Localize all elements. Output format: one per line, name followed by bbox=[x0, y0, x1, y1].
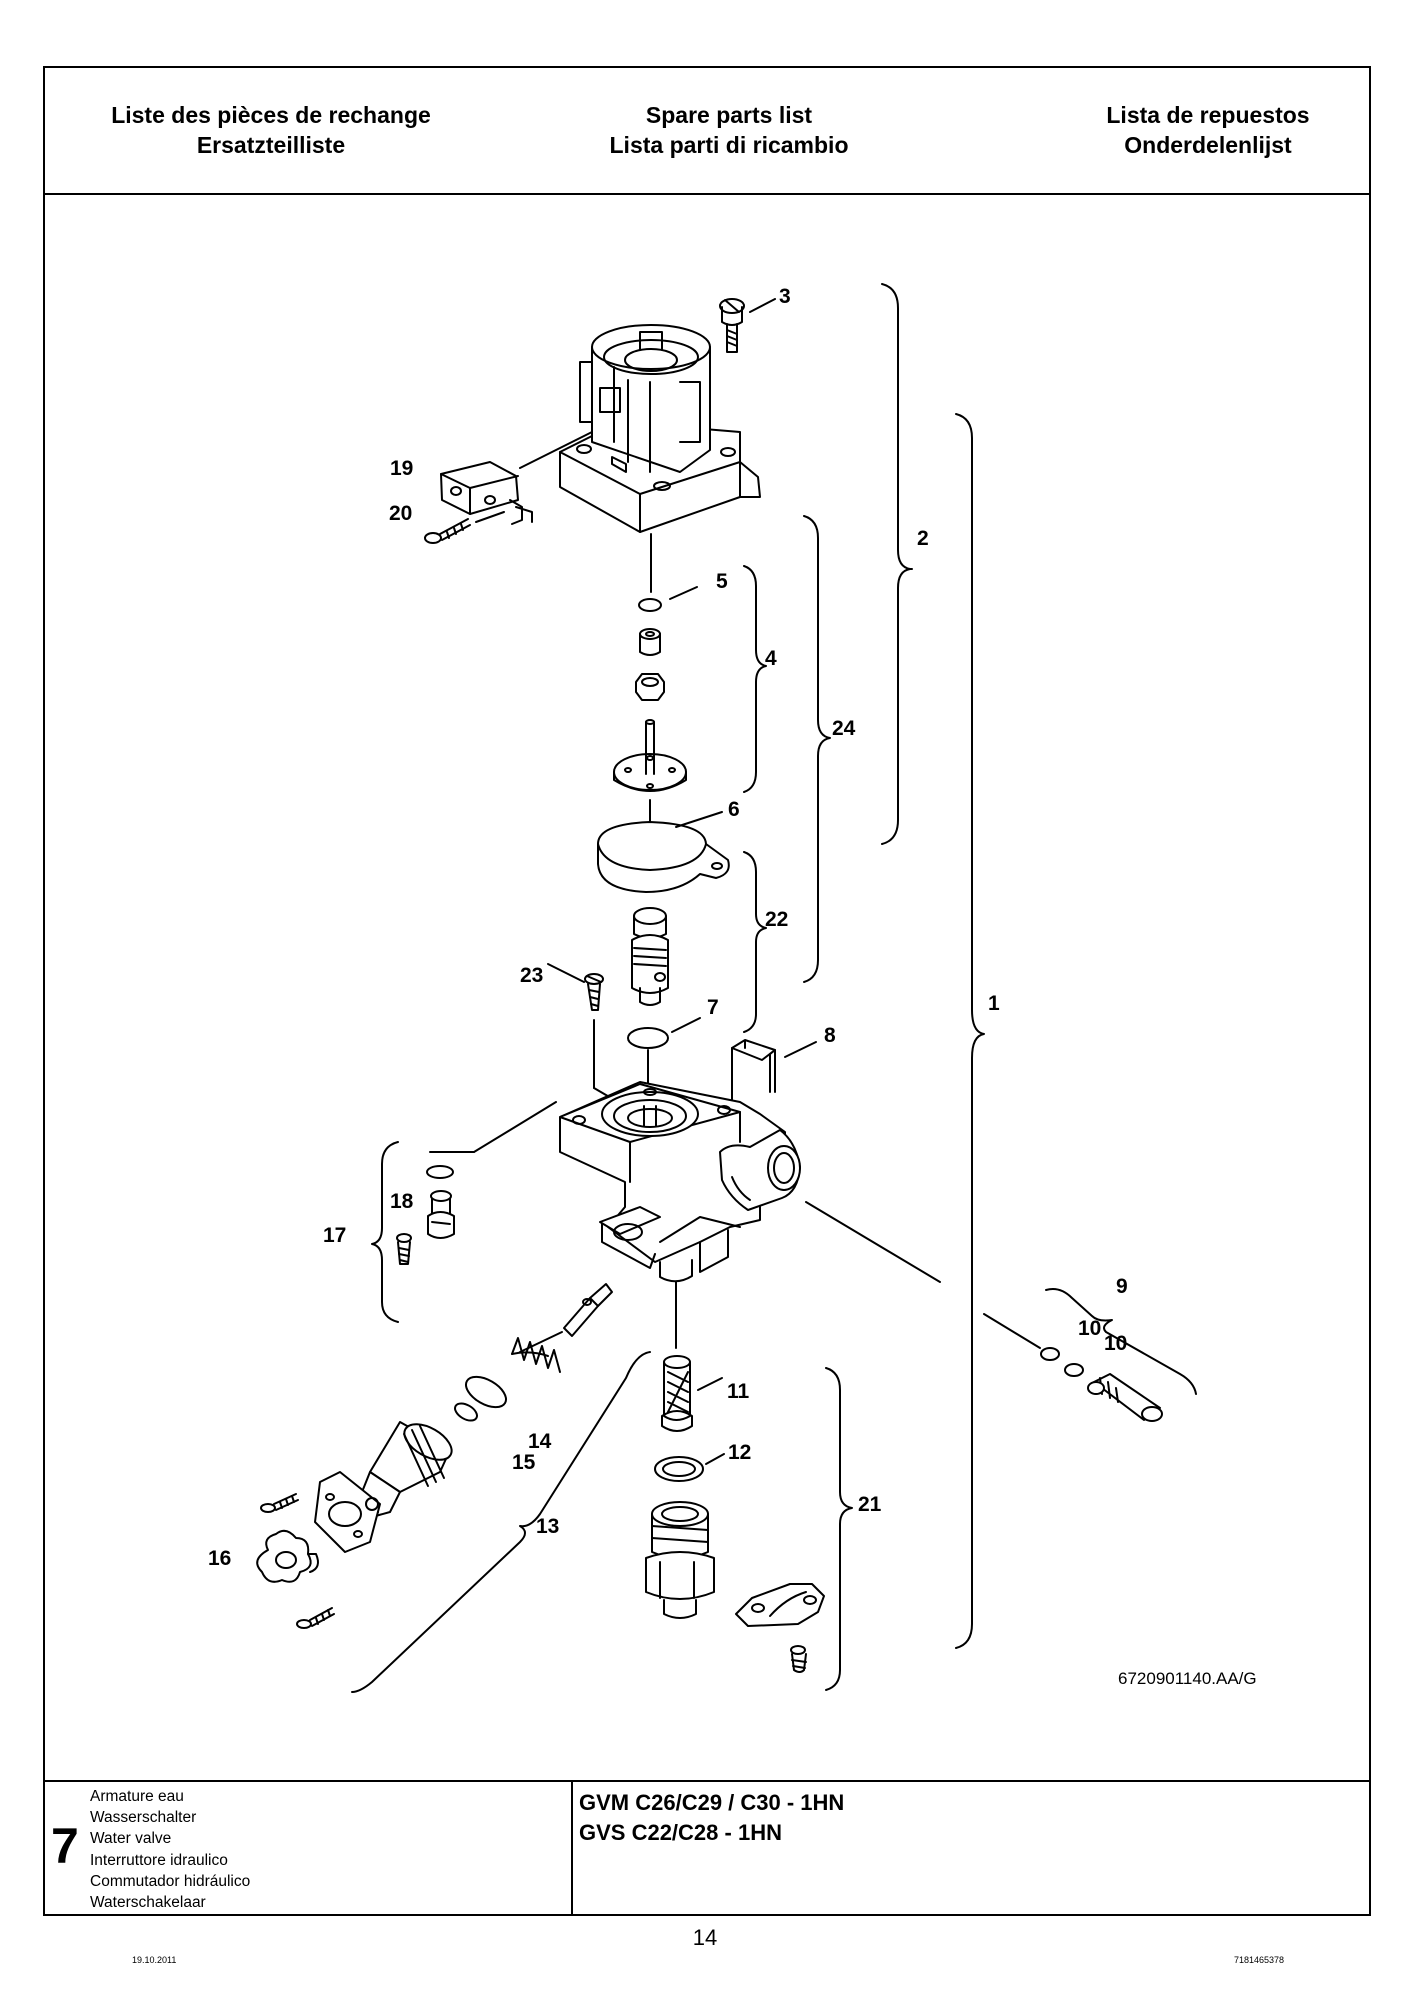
header: Liste des pièces de rechange Ersatzteill… bbox=[45, 68, 1369, 195]
microswitch-19-icon bbox=[440, 461, 533, 525]
header-title-it: Lista parti di ricambio bbox=[609, 132, 849, 158]
section-names: Armature eau Wasserschalter Water valve … bbox=[90, 1786, 250, 1913]
oring-12-icon bbox=[654, 1456, 704, 1482]
knob-16-icon bbox=[256, 1529, 319, 1583]
label-2: 2 bbox=[917, 527, 929, 550]
header-title-fr: Liste des pièces de rechange bbox=[111, 102, 431, 128]
section-name-nl: Waterschakelaar bbox=[90, 1894, 206, 1912]
actuator-housing-icon bbox=[559, 324, 761, 533]
washer-10b-icon bbox=[1064, 1363, 1084, 1377]
model-gvs: GVS C22/C28 - 1HN bbox=[579, 1820, 782, 1845]
label-21: 21 bbox=[858, 1493, 882, 1516]
page-frame: Liste des pièces de rechange Ersatzteill… bbox=[43, 66, 1371, 1916]
label-10a: 10 bbox=[1078, 1317, 1101, 1340]
header-title-de: Ersatzteilliste bbox=[196, 132, 346, 158]
label-7: 7 bbox=[707, 996, 719, 1019]
label-4: 4 bbox=[765, 647, 777, 670]
label-13: 13 bbox=[536, 1515, 559, 1538]
washer-10a-icon bbox=[1040, 1347, 1060, 1361]
clip-8-icon bbox=[731, 1039, 776, 1101]
adjustment-knob-assembly-icon bbox=[357, 1421, 453, 1528]
screw-20-icon bbox=[424, 518, 471, 544]
label-10b: 10 bbox=[1104, 1332, 1127, 1355]
exploded-view-drawing: 3 19 20 2 5 4 24 6 22 23 7 8 1 18 17 9 1… bbox=[45, 195, 1369, 1762]
label-19: 19 bbox=[390, 457, 413, 480]
filter-11-icon bbox=[661, 1355, 693, 1432]
header-title-nl: Onderdelenlijst bbox=[1124, 132, 1292, 158]
label-17: 17 bbox=[323, 1224, 346, 1247]
label-14: 14 bbox=[528, 1430, 552, 1453]
bracket-22 bbox=[743, 851, 767, 1033]
header-french-german: Liste des pièces de rechange Ersatzteill… bbox=[61, 100, 481, 160]
section-name-it: Interruttore idraulico bbox=[90, 1851, 228, 1869]
oring-7-icon bbox=[627, 1027, 669, 1049]
oring-15-icon bbox=[454, 1402, 478, 1422]
section-name-en: Water valve bbox=[90, 1830, 172, 1848]
footer: 7 Armature eau Wasserschalter Water valv… bbox=[45, 1780, 1369, 1914]
label-1: 1 bbox=[988, 992, 1000, 1015]
label-20: 20 bbox=[389, 502, 412, 525]
valve-stem-4-icon bbox=[613, 628, 687, 792]
label-9: 9 bbox=[1116, 1275, 1128, 1298]
label-24: 24 bbox=[832, 717, 856, 740]
plug-17-icon bbox=[427, 1190, 455, 1239]
label-22: 22 bbox=[765, 908, 788, 931]
bracket-4 bbox=[743, 565, 767, 793]
label-8: 8 bbox=[824, 1024, 836, 1047]
drawing-reference: 6720901140.AA/G bbox=[1118, 1669, 1257, 1688]
print-date: 19.10.2011 bbox=[132, 1955, 177, 1965]
oring-5-icon bbox=[638, 598, 662, 612]
piston-pin-icon bbox=[563, 1283, 613, 1337]
header-english-italian: Spare parts list Lista parti di ricambio bbox=[519, 100, 939, 160]
model-gvm: GVM C26/C29 / C30 - 1HN bbox=[579, 1790, 845, 1815]
bracket-2 bbox=[881, 283, 911, 845]
bracket-17 bbox=[371, 1141, 399, 1323]
label-18: 18 bbox=[390, 1190, 414, 1213]
exploded-view-svg: 3 19 20 2 5 4 24 6 22 23 7 8 1 18 17 9 1… bbox=[208, 283, 1257, 1693]
label-15: 15 bbox=[512, 1451, 536, 1474]
bracket-13 bbox=[351, 1351, 651, 1693]
label-12: 12 bbox=[728, 1441, 751, 1464]
bracket-9 bbox=[1045, 1288, 1197, 1395]
screw-13b-icon bbox=[296, 1607, 335, 1629]
nipple-9-icon bbox=[1087, 1373, 1163, 1422]
section-name-es: Commutador hidráulico bbox=[90, 1872, 251, 1890]
header-title-es: Lista de repuestos bbox=[1106, 102, 1310, 128]
spring-icon bbox=[511, 1337, 561, 1373]
screw-17-icon bbox=[396, 1233, 412, 1265]
washer-14-icon bbox=[465, 1375, 507, 1409]
section-name-de: Wasserschalter bbox=[90, 1809, 197, 1827]
page-number: 14 bbox=[692, 1925, 718, 1950]
flange-icon bbox=[314, 1471, 381, 1553]
clamp-plate-icon bbox=[735, 1583, 825, 1627]
label-6: 6 bbox=[728, 798, 740, 821]
model-list: GVM C26/C29 / C30 - 1HN GVS C22/C28 - 1H… bbox=[579, 1788, 844, 1848]
label-5: 5 bbox=[716, 570, 728, 593]
label-11: 11 bbox=[727, 1380, 750, 1403]
label-23: 23 bbox=[520, 964, 543, 987]
footer-divider bbox=[571, 1782, 573, 1914]
bracket-24 bbox=[803, 515, 831, 983]
document-code: 7181465378 bbox=[1234, 1955, 1285, 1965]
oring-18-icon bbox=[426, 1165, 454, 1179]
label-3: 3 bbox=[779, 285, 791, 308]
diaphragm-cover-6-icon bbox=[597, 821, 730, 893]
header-title-en: Spare parts list bbox=[645, 102, 813, 128]
screw-3-icon bbox=[719, 298, 745, 353]
valve-insert-22-icon bbox=[631, 907, 669, 1006]
screw-21-icon bbox=[790, 1645, 807, 1673]
label-16: 16 bbox=[208, 1547, 231, 1570]
bracket-21 bbox=[825, 1367, 853, 1691]
bracket-1 bbox=[955, 413, 985, 1649]
screw-13a-icon bbox=[260, 1493, 299, 1513]
section-name-fr: Armature eau bbox=[90, 1788, 184, 1805]
header-spanish-dutch: Lista de repuestos Onderdelenlijst bbox=[998, 100, 1410, 160]
connector-21-icon bbox=[645, 1501, 715, 1619]
screw-23-icon bbox=[584, 973, 604, 1011]
valve-body-icon bbox=[559, 1081, 801, 1283]
section-number: 7 bbox=[51, 1818, 79, 1874]
